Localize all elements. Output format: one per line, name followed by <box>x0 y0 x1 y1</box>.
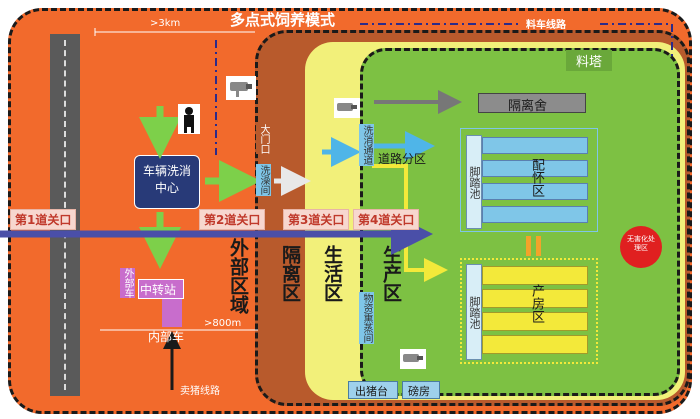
harmless-label: 无害化处理区 <box>627 235 655 252</box>
pig-loading-label: 出猪台 <box>355 385 388 398</box>
wash-center-box <box>134 155 200 209</box>
distance-outer-label: >3km <box>150 18 181 29</box>
farrowing-foot-bath: 脚踏池 <box>466 264 482 360</box>
farrowing-frame <box>460 258 598 364</box>
weigh-room-label: 磅房 <box>408 385 430 398</box>
breeding-foot-bath-label: 脚踏池 <box>468 165 481 199</box>
pig-route-label: 卖猪线路 <box>180 386 220 397</box>
feed-route-label: 料车线路 <box>526 20 566 31</box>
breeding-zone-label: 配怀区 <box>529 158 544 197</box>
breeding-pen <box>482 206 588 223</box>
weigh-room-box <box>402 381 440 399</box>
road-zones-label: 道路分区 <box>378 152 427 166</box>
breeding-pen <box>482 160 588 177</box>
feed-tower-label: 料塔 <box>566 50 613 71</box>
camera-icon <box>400 349 426 369</box>
connector-bar <box>536 236 541 256</box>
checkpoint-1: 第1道关口 <box>10 209 77 230</box>
camera-icon <box>226 76 256 100</box>
distance-inner-label: >800m <box>204 318 242 329</box>
outer-zone-label: 外部区域 <box>227 238 249 314</box>
production-zone-label: 生产区 <box>380 245 402 302</box>
breeding-pen <box>482 183 588 200</box>
farrowing-foot-bath-label: 脚踏池 <box>468 295 481 329</box>
wash-room-label: 洗澡间 <box>256 164 271 196</box>
harmless-circle <box>620 226 662 268</box>
inner-vehicle-label: 内部车 <box>148 330 185 344</box>
isolation-zone-label: 隔离区 <box>279 245 301 302</box>
farrowing-pen <box>482 289 588 308</box>
pig-loading-box <box>348 381 398 399</box>
main-gate-label: 大门口 <box>256 124 271 154</box>
wash-channel-label: 洗消通道 <box>359 124 374 166</box>
transfer-station-box <box>138 279 184 299</box>
farrowing-pen <box>482 335 588 354</box>
farrowing-pen <box>482 312 588 331</box>
breeding-foot-bath: 脚踏池 <box>466 135 482 229</box>
checkpoint-3: 第3道关口 <box>283 209 350 230</box>
connector-bar <box>526 236 531 256</box>
checkpoint-2: 第2道关口 <box>199 209 266 230</box>
transfer-station-label: 中转站 <box>140 283 177 297</box>
isolation-house-label: 隔离舍 <box>508 99 548 114</box>
breeding-pen <box>482 137 588 154</box>
outer-vehicle-label: 外部车 <box>120 268 135 298</box>
living-zone-label: 生活区 <box>321 245 343 302</box>
guard-icon <box>178 104 200 134</box>
diagram-title: 多点式饲养模式 <box>230 11 336 29</box>
breeding-frame <box>460 128 598 232</box>
wash-center-label: 车辆洗消中心 <box>142 164 191 195</box>
material-room-label: 物资熏蒸间 <box>359 292 374 344</box>
farrowing-zone-label: 产房区 <box>529 284 544 323</box>
isolation-house-box <box>478 93 586 113</box>
farrowing-pen <box>482 266 588 285</box>
camera-icon <box>334 98 360 118</box>
checkpoint-4: 第4道关口 <box>353 209 420 230</box>
inner-vehicle-box <box>162 299 182 327</box>
